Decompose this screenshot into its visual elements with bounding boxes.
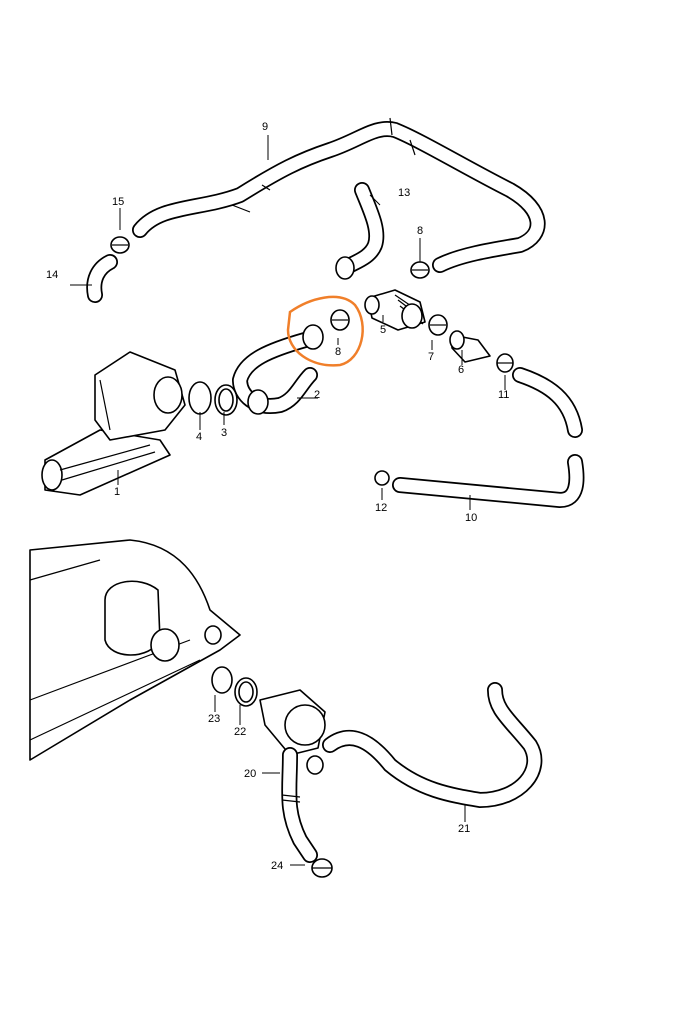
label-21: 21 — [458, 823, 470, 835]
part-24-clamp[interactable] — [311, 858, 333, 878]
part-10-hose[interactable] — [392, 367, 585, 508]
part-13-hose[interactable] — [335, 182, 385, 280]
part-8-clamp-highlighted[interactable] — [330, 309, 350, 331]
label-12: 12 — [375, 502, 387, 514]
part-6-fitting[interactable] — [449, 330, 491, 363]
part-21-hose[interactable] — [306, 682, 543, 808]
part-3-oring[interactable] — [214, 384, 238, 416]
label-3: 3 — [221, 427, 227, 439]
part-23-oring[interactable] — [211, 666, 233, 694]
part-2-hose[interactable] — [232, 324, 324, 415]
label-6: 6 — [458, 364, 464, 376]
label-8-highlighted: 8 — [335, 346, 341, 358]
label-5: 5 — [380, 324, 386, 336]
label-4: 4 — [196, 431, 202, 443]
part-22-oring[interactable] — [234, 677, 258, 707]
label-20: 20 — [244, 768, 256, 780]
label-10: 10 — [465, 512, 477, 524]
part-7-clamp[interactable] — [428, 314, 448, 336]
label-2: 2 — [314, 389, 320, 401]
part-12-clamp[interactable] — [374, 470, 390, 486]
label-8-top: 8 — [417, 225, 423, 237]
part-4-gasket[interactable] — [188, 381, 212, 415]
label-11: 11 — [498, 389, 509, 401]
part-11-clamp[interactable] — [496, 353, 514, 373]
label-24: 24 — [271, 860, 283, 872]
part-20-separator[interactable] — [259, 689, 326, 863]
label-15: 15 — [112, 196, 124, 208]
part-1-housing[interactable] — [41, 351, 186, 496]
label-22: 22 — [234, 726, 246, 738]
label-23: 23 — [208, 713, 220, 725]
part-14-hose[interactable] — [86, 254, 118, 303]
engine-cover — [29, 539, 241, 761]
part-15-clamp[interactable] — [110, 236, 130, 254]
label-13: 13 — [398, 187, 410, 199]
label-1: 1 — [114, 486, 120, 498]
highlight-circle — [286, 295, 364, 367]
part-9-pipe[interactable] — [132, 117, 546, 273]
label-14: 14 — [46, 269, 58, 281]
part-8-clamp-top[interactable] — [410, 261, 430, 279]
label-7: 7 — [428, 351, 434, 363]
label-9: 9 — [262, 121, 268, 133]
part-5-tpiece[interactable] — [364, 289, 426, 331]
